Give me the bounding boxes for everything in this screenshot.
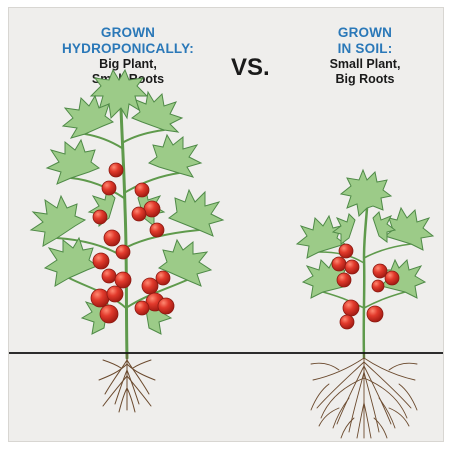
hydroponic-roots [99, 354, 155, 412]
soil-roots [311, 354, 417, 438]
hydroponic-tomatoes [91, 163, 174, 323]
illustration-frame: GROWN HYDROPONICALLY: Big Plant, Small R… [8, 7, 444, 442]
hydroponic-plant [31, 70, 223, 412]
soil-plant [297, 170, 433, 438]
plants-illustration [9, 8, 444, 442]
